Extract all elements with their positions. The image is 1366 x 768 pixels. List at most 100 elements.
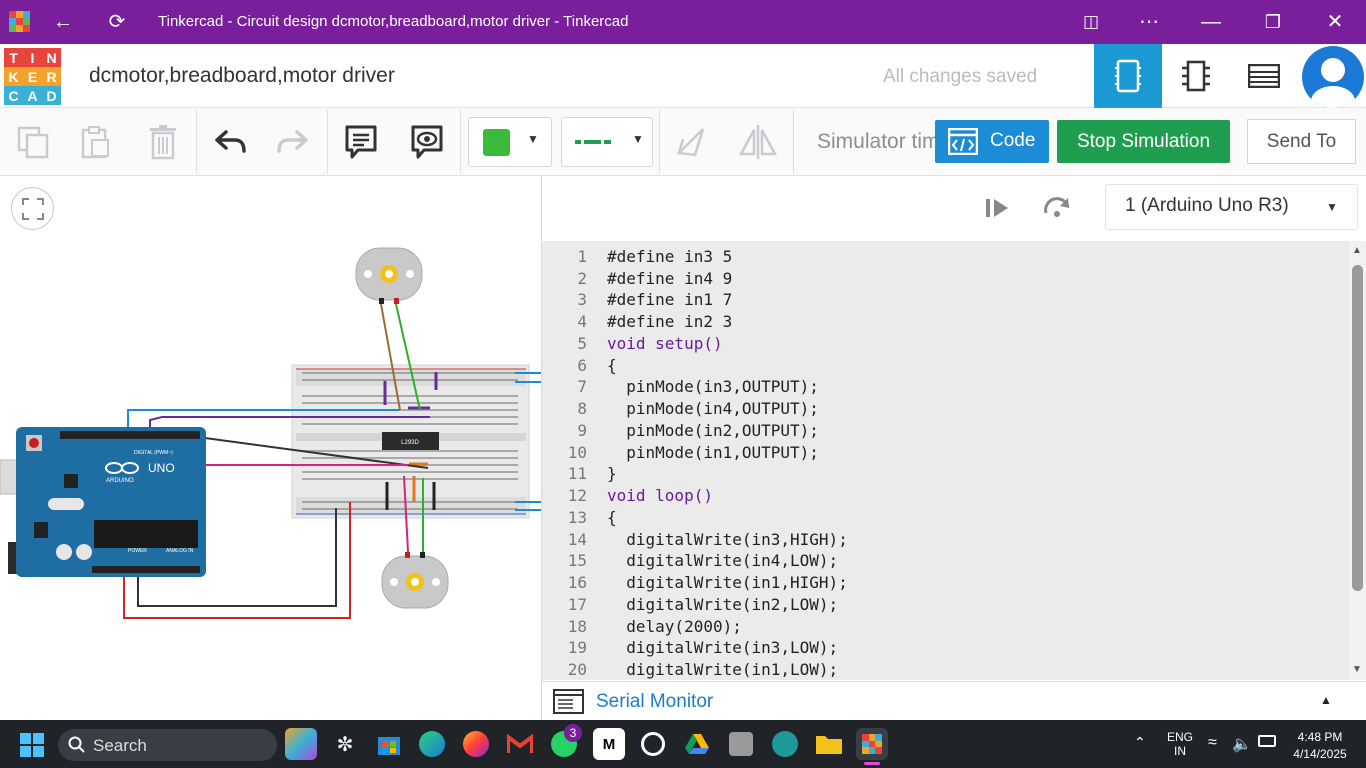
- code-line: #define in2 3: [607, 312, 733, 331]
- edge-icon: [419, 731, 445, 757]
- active-app-indicator: [864, 762, 880, 765]
- notes-visibility-button[interactable]: [405, 120, 449, 164]
- line-number: 10: [567, 443, 587, 462]
- flip-button[interactable]: [736, 120, 780, 164]
- rotate-button[interactable]: [668, 120, 712, 164]
- dc-motor-bottom[interactable]: [381, 552, 449, 609]
- scroll-up-icon[interactable]: ▲: [1352, 245, 1362, 256]
- stop-simulation-button[interactable]: Stop Simulation: [1057, 120, 1230, 163]
- paste-icon: [81, 126, 109, 159]
- line-number: 18: [567, 617, 587, 636]
- code-line: void loop(): [607, 486, 713, 505]
- refresh-icon[interactable]: ⟳: [108, 11, 126, 33]
- more-options-icon[interactable]: ⋯: [1139, 11, 1159, 33]
- fit-view-button[interactable]: [11, 187, 54, 230]
- undo-button[interactable]: [208, 120, 252, 164]
- project-title[interactable]: dcmotor,breadboard,motor driver: [89, 64, 395, 87]
- tinkercad-app-icon: [862, 734, 882, 754]
- start-button[interactable]: [20, 733, 44, 757]
- firefox-taskbar-icon[interactable]: [460, 728, 492, 760]
- board-selector[interactable]: 1 (Arduino Uno R3) ▼: [1105, 184, 1358, 230]
- google-drive-taskbar-icon[interactable]: [681, 728, 713, 760]
- arduino-brand-label: ARDUINO: [106, 478, 134, 484]
- avatar-head: [1321, 58, 1345, 82]
- redo-button[interactable]: [271, 120, 315, 164]
- expand-up-icon[interactable]: ▲: [1320, 693, 1332, 707]
- notes-button[interactable]: [339, 120, 383, 164]
- mirror-icon: [738, 125, 778, 159]
- chevron-up-icon[interactable]: ⌃: [1134, 734, 1146, 750]
- line-number: 2: [577, 269, 587, 288]
- rotate-icon: [676, 128, 705, 157]
- user-avatar[interactable]: [1302, 46, 1364, 108]
- scroll-down-icon[interactable]: ▼: [1352, 664, 1362, 675]
- restart-button[interactable]: [1041, 193, 1073, 223]
- fullscreen-icon: [22, 198, 44, 220]
- store-taskbar-icon[interactable]: [373, 728, 405, 760]
- line-number: 4: [577, 312, 587, 331]
- code-editor[interactable]: 1 #define in3 5 2 #define in4 9 3 #defin…: [542, 241, 1349, 680]
- volume-icon[interactable]: 🔈: [1232, 736, 1252, 753]
- drive-icon: [685, 734, 709, 754]
- circuit-diagram[interactable]: L293D UNO ARDU: [0, 240, 541, 620]
- wire-type-dropdown[interactable]: ▼: [561, 117, 653, 167]
- app-taskbar-icon[interactable]: [725, 728, 757, 760]
- line-number: 8: [577, 399, 587, 418]
- serial-monitor-bar[interactable]: Serial Monitor ▲: [542, 681, 1366, 720]
- paste-button[interactable]: [73, 120, 117, 164]
- chip-label: L293D: [401, 440, 419, 446]
- copilot-taskbar-icon[interactable]: [285, 728, 317, 760]
- component-list-button[interactable]: [1230, 44, 1298, 108]
- clock[interactable]: 4:48 PM 4/14/2025: [1286, 730, 1354, 761]
- code-line: #define in1 7: [607, 290, 733, 309]
- clock-time: 4:48 PM: [1297, 730, 1343, 744]
- gmail-taskbar-icon[interactable]: [504, 728, 536, 760]
- editor-scrollbar[interactable]: ▲ ▼: [1349, 241, 1366, 680]
- dc-motor-top[interactable]: [355, 247, 423, 304]
- edge-taskbar-icon[interactable]: [416, 728, 448, 760]
- chatgpt-taskbar-icon[interactable]: ✼: [336, 733, 354, 756]
- circuit-view-button[interactable]: [1094, 44, 1162, 108]
- logo-letter: K: [4, 67, 23, 86]
- code-line: void setup(): [607, 334, 723, 353]
- logo-letter: E: [23, 67, 42, 86]
- copy-button[interactable]: [11, 120, 55, 164]
- windows-logo-icon: [20, 733, 44, 757]
- tinkercad-logo[interactable]: T I N K E R C A D: [4, 48, 61, 105]
- app-view-icon[interactable]: ◫: [1082, 12, 1100, 31]
- line-number: 7: [577, 377, 587, 396]
- step-over-button[interactable]: [982, 193, 1012, 223]
- minimize-icon[interactable]: —: [1201, 11, 1221, 33]
- github-taskbar-icon[interactable]: [637, 728, 669, 760]
- arduino-ide-taskbar-icon[interactable]: [769, 728, 801, 760]
- tinkercad-taskbar-icon[interactable]: [856, 728, 888, 760]
- send-to-button[interactable]: Send To: [1247, 119, 1356, 164]
- close-icon[interactable]: ✕: [1326, 11, 1344, 33]
- line-number: 6: [577, 356, 587, 375]
- store-icon: [378, 737, 400, 755]
- maximize-icon[interactable]: ❐: [1264, 12, 1282, 32]
- arduino-uno[interactable]: UNO ARDUINO DIGITAL (PWM~) POWER ANALOG …: [0, 427, 206, 577]
- file-explorer-taskbar-icon[interactable]: [813, 728, 845, 760]
- delete-button[interactable]: [141, 120, 185, 164]
- medium-taskbar-icon[interactable]: M: [593, 728, 625, 760]
- taskbar-search[interactable]: Search: [58, 729, 277, 761]
- chevron-down-icon: ▼: [632, 132, 644, 146]
- color-picker-dropdown[interactable]: ▼: [468, 117, 552, 167]
- whatsapp-taskbar-icon[interactable]: 3: [548, 724, 582, 760]
- app-tile-icon: [729, 732, 753, 756]
- breadboard[interactable]: [291, 364, 541, 519]
- line-number: 14: [567, 530, 587, 549]
- code-button[interactable]: Code: [935, 120, 1049, 163]
- scrollbar-thumb[interactable]: [1352, 265, 1363, 591]
- schematic-view-button[interactable]: [1162, 44, 1230, 108]
- l293d-chip[interactable]: L293D: [382, 432, 439, 450]
- language-indicator[interactable]: ENG IN: [1162, 730, 1198, 758]
- logo-letter: I: [23, 48, 42, 67]
- battery-icon[interactable]: [1258, 735, 1276, 747]
- wifi-icon[interactable]: ≈: [1208, 734, 1217, 751]
- line-number: 3: [577, 290, 587, 309]
- back-arrow-icon[interactable]: ←: [53, 11, 73, 33]
- toolbar-divider: [793, 110, 794, 174]
- note-icon: [345, 125, 377, 159]
